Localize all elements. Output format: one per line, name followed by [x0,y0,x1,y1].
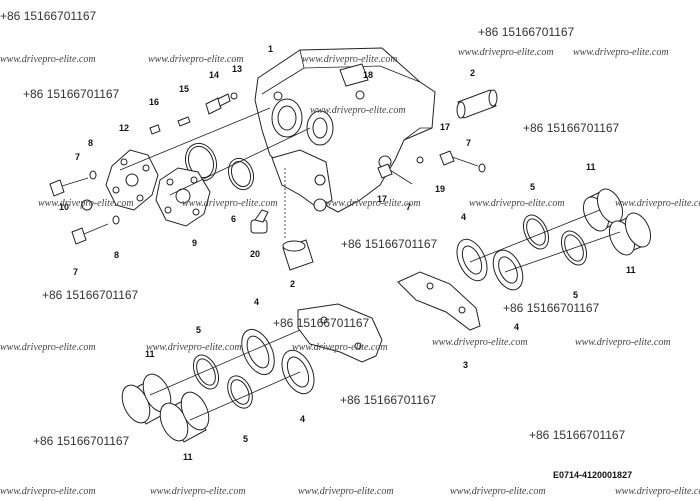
callout-12: 12 [119,123,129,133]
callout-4: 4 [461,212,466,222]
callout-17: 17 [377,194,387,204]
site-watermark: www.drivepro-elite.com [325,198,421,209]
seal-rings-6 [184,142,255,191]
callout-17: 17 [440,122,450,132]
site-watermark: www.drivepro-elite.com [150,486,246,497]
guide-pin-lower [282,239,314,271]
callout-19: 19 [435,184,445,194]
site-watermark: www.drivepro-elite.com [615,198,700,209]
phone-watermark: +86 15166701167 [273,316,370,330]
phone-watermark: +86 15166701167 [340,393,437,407]
callout-6: 6 [231,214,236,224]
drawing-code: E0714-4120001827 [553,470,632,480]
brake-pad-right [397,271,481,331]
callout-3: 3 [463,360,468,370]
site-watermark: www.drivepro-elite.com [615,486,700,497]
site-watermark: www.drivepro-elite.com [0,342,96,353]
callout-4: 4 [254,297,259,307]
site-watermark: www.drivepro-elite.com [146,342,242,353]
callout-11: 11 [183,452,193,462]
callout-7: 7 [466,138,471,148]
phone-watermark: +86 15166701167 [478,25,575,39]
callout-11: 11 [626,265,636,275]
site-watermark: www.drivepro-elite.com [450,486,546,497]
callout-18: 18 [363,70,373,80]
phone-watermark: +86 15166701167 [33,434,130,448]
bolt-20 [250,209,269,234]
callout-11: 11 [145,349,155,359]
callout-4: 4 [514,322,519,332]
axis-lines [119,107,621,421]
site-watermark: www.drivepro-elite.com [292,342,388,353]
callout-14: 14 [209,70,219,80]
bolts-left [49,170,120,245]
piston-stack-right [456,188,652,291]
caliper-housing [254,47,436,213]
bolts-right [377,150,486,185]
callout-7: 7 [73,267,78,277]
callout-2: 2 [290,279,295,289]
site-watermark: www.drivepro-elite.com [469,198,565,209]
site-watermark: www.drivepro-elite.com [575,337,671,348]
site-watermark: www.drivepro-elite.com [0,54,96,65]
phone-watermark: +86 15166701167 [503,301,600,315]
callout-7: 7 [75,152,80,162]
callout-5: 5 [196,325,201,335]
site-watermark: www.drivepro-elite.com [310,105,406,116]
cover-plate-12 [105,149,159,211]
phone-watermark: +86 15166701167 [341,237,438,251]
phone-watermarks: +86 15166701167 +86 15166701167 +86 151667… [0,9,626,448]
callout-labels: 1223444455556777788910111111111213141516… [59,44,636,462]
site-watermark: www.drivepro-elite.com [182,198,278,209]
brake-pad-left [297,303,383,363]
small-fasteners [149,92,238,135]
site-watermark: www.drivepro-elite.com [573,47,669,58]
site-watermark: www.drivepro-elite.com [458,47,554,58]
site-watermark: www.drivepro-elite.com [302,54,398,65]
callout-7: 7 [406,202,411,212]
callout-11: 11 [586,162,596,172]
piston-stack-left [121,328,315,443]
guide-pin-upper [456,89,498,119]
callout-2: 2 [470,68,475,78]
phone-watermark: +86 15166701167 [0,9,97,23]
phone-watermark: +86 15166701167 [42,288,139,302]
callout-4: 4 [300,414,305,424]
callout-16: 16 [149,97,159,107]
callout-5: 5 [530,182,535,192]
callout-1: 1 [268,44,273,54]
callout-10: 10 [59,202,69,212]
phone-watermark: +86 15166701167 [23,87,120,101]
site-watermark: www.drivepro-elite.com [38,198,134,209]
callout-5: 5 [243,434,248,444]
callout-15: 15 [179,84,189,94]
callout-8: 8 [114,250,119,260]
callout-20: 20 [250,249,260,259]
phone-watermark: +86 15166701167 [529,428,626,442]
site-watermarks: www.drivepro-elite.com www.drivepro-elite… [0,47,700,497]
phone-watermark: +86 15166701167 [523,121,620,135]
callout-13: 13 [232,64,242,74]
site-watermark: www.drivepro-elite.com [0,486,96,497]
callout-8: 8 [88,138,93,148]
site-watermark: www.drivepro-elite.com [148,54,244,65]
site-watermark: www.drivepro-elite.com [432,337,528,348]
site-watermark: www.drivepro-elite.com [298,486,394,497]
callout-5: 5 [573,290,578,300]
callout-9: 9 [192,238,197,248]
